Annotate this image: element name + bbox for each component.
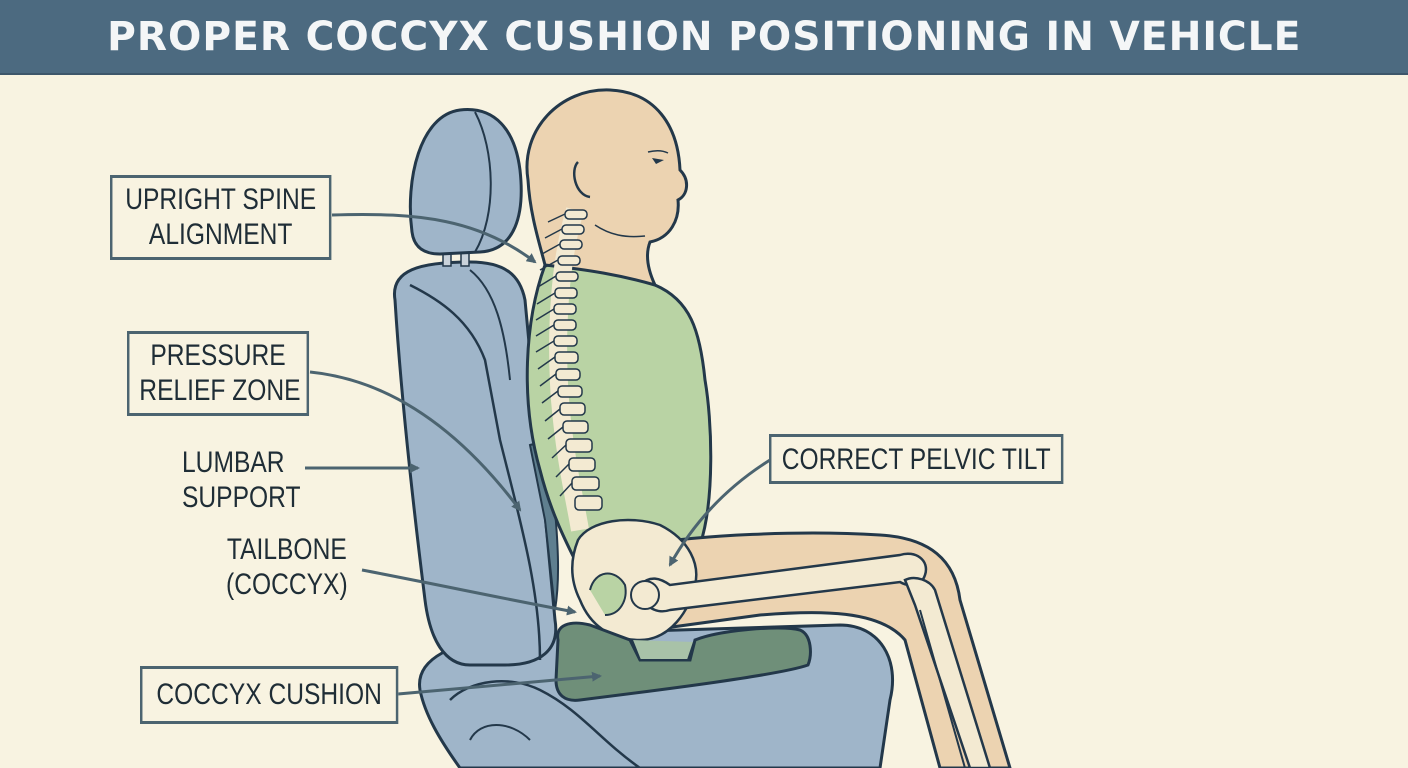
label-coccyx-cushion: COCCYX CUSHION	[140, 666, 399, 724]
label-upright-spine-alignment: UPRIGHT SPINE ALIGNMENT	[110, 175, 332, 260]
arrow-tailbone	[361, 568, 577, 616]
tibia	[903, 576, 992, 768]
arrow-coccyx-cushion	[397, 671, 602, 696]
label-pressure-relief-zone: PRESSURE RELIEF ZONE	[127, 331, 310, 416]
seated-posture-illustration	[305, 88, 1012, 768]
label-tailbone-coccyx: TAILBONE (COCCYX)	[226, 533, 348, 601]
fibula	[919, 609, 966, 768]
head	[525, 88, 688, 288]
eye	[652, 158, 664, 164]
page-title: PROPER COCCYX CUSHION POSITIONING IN VEH…	[106, 13, 1302, 60]
femur	[638, 552, 928, 613]
title-banner: PROPER COCCYX CUSHION POSITIONING IN VEH…	[0, 0, 1408, 75]
arrow-pressure-relief	[309, 370, 522, 512]
label-lumbar-support: LUMBAR SUPPORT	[182, 446, 301, 514]
ear	[573, 161, 591, 199]
callout-arrows	[305, 212, 771, 696]
arrow-pelvic-tilt	[668, 458, 771, 567]
label-correct-pelvic-tilt: CORRECT PELVIC TILT	[769, 434, 1064, 484]
diagram-canvas: UPRIGHT SPINE ALIGNMENT PRESSURE RELIEF …	[0, 75, 1408, 768]
pelvis	[571, 518, 698, 642]
coccyx-cushion-shape	[554, 621, 812, 702]
spine	[535, 207, 603, 532]
arrow-upright-spine	[331, 212, 537, 264]
headrest	[408, 108, 523, 256]
